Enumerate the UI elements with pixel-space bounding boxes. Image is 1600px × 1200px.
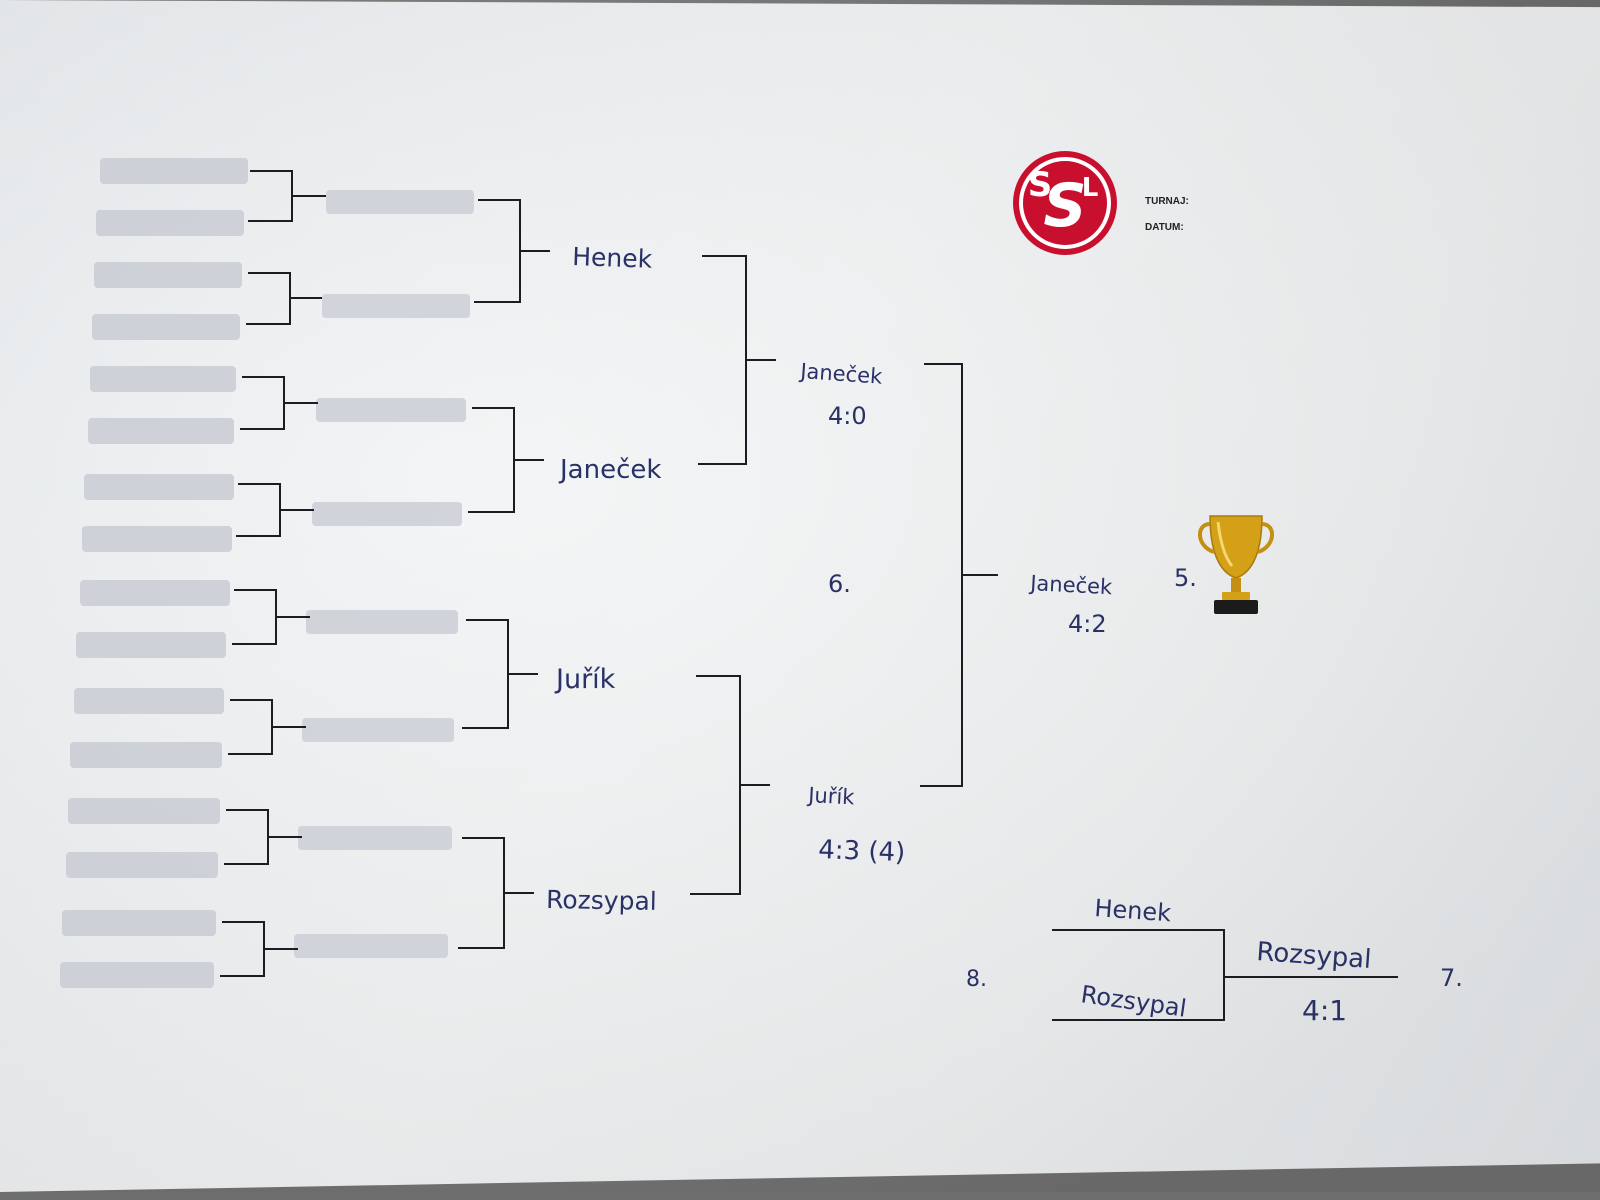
qf-winner-4: Rozsypal: [546, 885, 657, 916]
place-marker-7: 7.: [1440, 964, 1463, 992]
club-logo: S S L: [1013, 151, 1117, 255]
blurred-first-round-names: [60, 158, 248, 988]
sf-bottom-score: 4:3 (4): [818, 835, 906, 868]
svg-text:L: L: [1082, 173, 1099, 203]
sf-bottom-winner: Juřík: [806, 783, 856, 810]
final-winner: Janeček: [1028, 571, 1114, 599]
final-score: 4:2: [1068, 610, 1107, 638]
qf-winner-2: Janeček: [558, 455, 661, 485]
placement-player-bottom: Rozsypal: [1079, 980, 1188, 1023]
tournament-label: TURNAJ:: [1145, 196, 1189, 207]
date-label: DATUM:: [1145, 222, 1184, 233]
sf-top-score: 4:0: [828, 402, 867, 430]
place-marker-5: 5.: [1174, 564, 1197, 592]
sf-top-winner: Janeček: [798, 359, 884, 389]
placement-player-top: Henek: [1094, 894, 1173, 927]
blurred-second-round-names: [294, 190, 474, 958]
qf-winner-3: Juřík: [554, 664, 616, 695]
qf-winner-1: Henek: [572, 242, 653, 274]
bracket-lines: [220, 170, 1398, 1021]
place-marker-8: 8.: [966, 967, 987, 992]
placement-winner: Rozsypal: [1256, 937, 1373, 975]
trophy-icon: [1198, 515, 1274, 614]
placement-score: 4:1: [1302, 994, 1347, 1027]
place-marker-6: 6.: [828, 570, 851, 598]
svg-text:S: S: [1043, 171, 1086, 241]
svg-text:S: S: [1028, 165, 1053, 205]
